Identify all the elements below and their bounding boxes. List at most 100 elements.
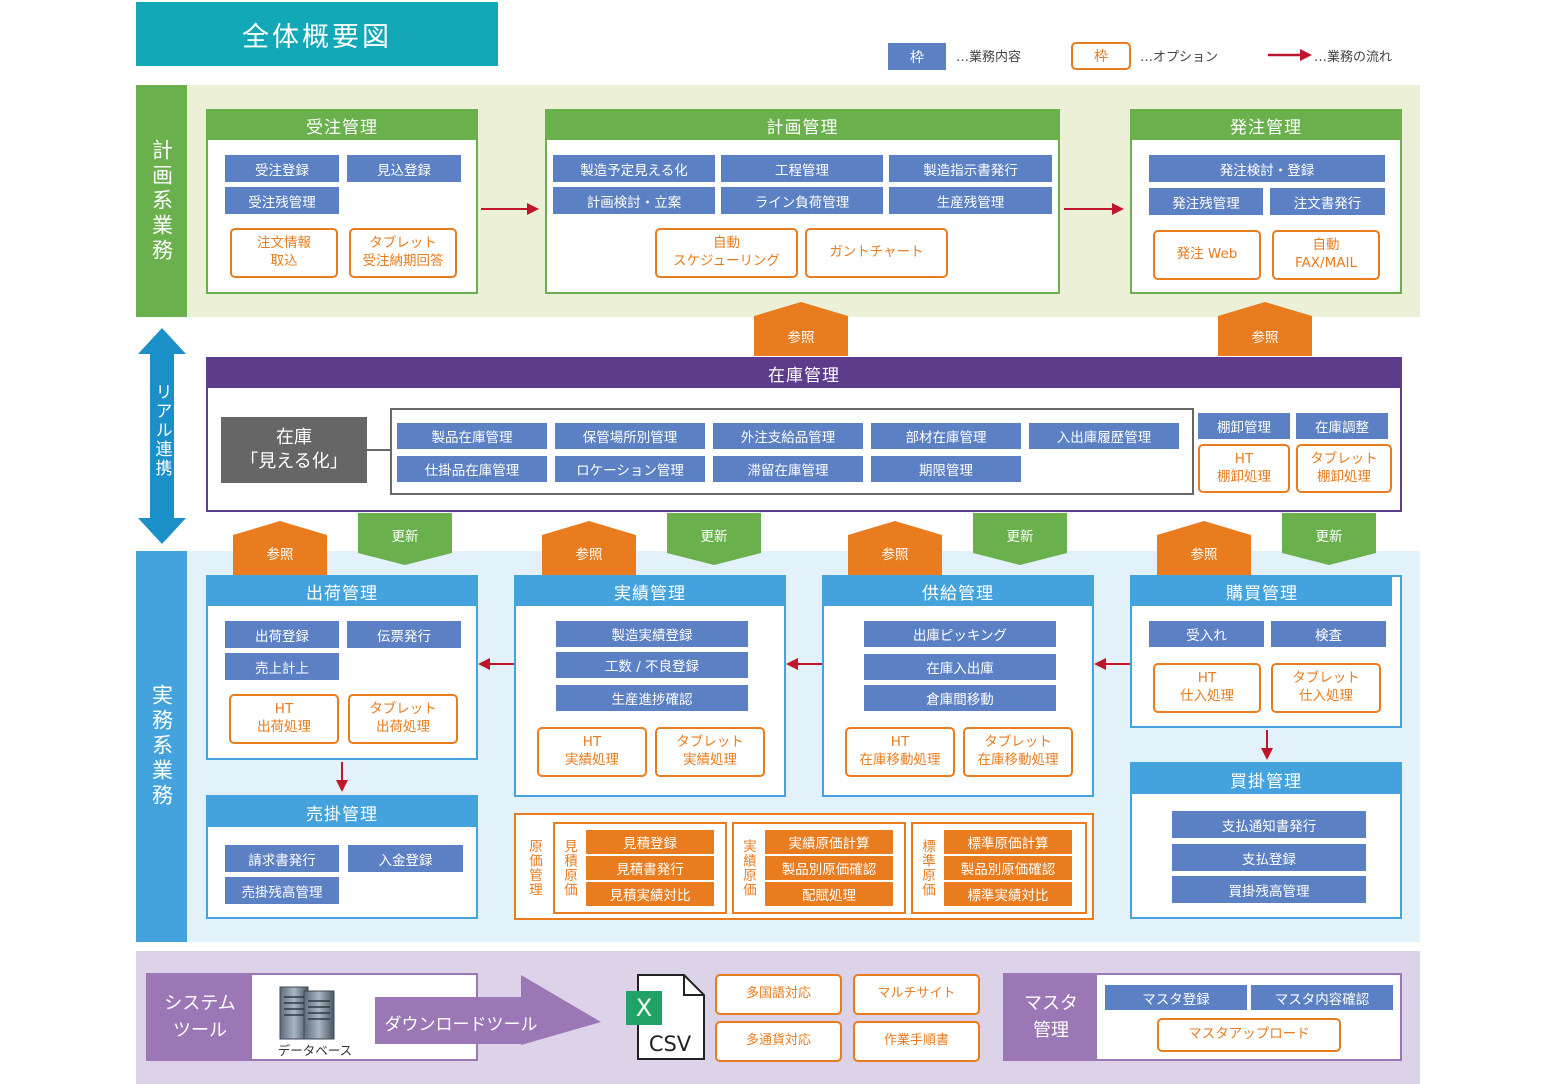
master-item: マスタ登録 [1105, 985, 1247, 1010]
system-option: マルチサイト [853, 974, 980, 1015]
ref-tag: 参照 [1190, 547, 1218, 563]
kyokyu-option: タブレット在庫移動処理 [963, 727, 1073, 777]
juchu-option: 注文情報取込 [230, 228, 338, 278]
genka-item: 配賦処理 [765, 882, 893, 906]
kaikake-item: 買掛残高管理 [1172, 876, 1366, 903]
genka-group-label: 実績原価 [740, 839, 756, 897]
genka-item: 標準実績対比 [944, 882, 1072, 906]
genka-item: 見積登録 [586, 830, 714, 854]
zaiko-item: 仕掛品在庫管理 [397, 456, 547, 482]
zaiko-item: 製品在庫管理 [397, 423, 547, 449]
shukka-title: 出荷管理 [208, 577, 476, 606]
urikake-panel: 売掛管理 請求書発行 入金登録 売掛残高管理 [206, 795, 478, 919]
ref-tag-shape [754, 302, 848, 356]
realtime-label: リアル連携 [151, 382, 172, 478]
zaiko-item: ロケーション管理 [555, 456, 705, 482]
zaiko-item: 滞留在庫管理 [713, 456, 863, 482]
zaiko-item: 外注支給品管理 [713, 423, 863, 449]
juchu-item: 受注残管理 [225, 187, 339, 214]
genka-item: 製品別原価確認 [765, 856, 893, 880]
juchu-item: 見込登録 [347, 155, 461, 182]
juchu-option: タブレット受注納期回答 [349, 228, 457, 278]
plan-band-label: 計画系業務 [136, 85, 187, 317]
keikaku-option: 自動スケジューリング [655, 228, 798, 278]
kaikake-title: 買掛管理 [1132, 764, 1400, 794]
realtime-double-arrow-icon [138, 328, 186, 544]
genka-item: 標準原価計算 [944, 830, 1072, 854]
download-tool-label: ダウンロードツール [384, 1015, 538, 1035]
urikake-title: 売掛管理 [208, 797, 476, 827]
genka-group-label: 標準原価 [919, 839, 935, 897]
keikaku-item: 生産残管理 [889, 187, 1052, 214]
jisseki-option: タブレット実績処理 [655, 727, 765, 777]
ref-tag: 参照 [787, 330, 815, 346]
flow-arrow-icon [1261, 730, 1273, 760]
jitsumu-band-label: 実務系業務 [136, 551, 187, 942]
flow-arrow-icon [478, 658, 514, 670]
legend-business-text: …業務内容 [956, 49, 1022, 65]
shukka-item: 出荷登録 [225, 621, 339, 648]
flow-arrow-icon [1064, 203, 1124, 215]
zaiko-item: 入出庫履歴管理 [1029, 423, 1179, 449]
database-label: データベース [277, 1042, 353, 1058]
keikaku-item: 計画検討・立案 [553, 187, 715, 214]
kaikake-item: 支払通知書発行 [1172, 811, 1366, 838]
zaiko-visual-box: 在庫「見える化」 [221, 417, 367, 483]
genka-item: 製品別原価確認 [944, 856, 1072, 880]
shukka-item: 伝票発行 [347, 621, 461, 648]
genka-item: 実績原価計算 [765, 830, 893, 854]
juchu-panel: 受注管理 受注登録 見込登録 受注残管理 注文情報取込 タブレット受注納期回答 [206, 109, 478, 294]
legend-option-text: …オプション [1140, 49, 1219, 65]
kobai-item: 検査 [1271, 621, 1386, 647]
zaiko-right-item: 在庫調整 [1296, 413, 1388, 439]
kobai-option: タブレット仕入処理 [1271, 663, 1381, 713]
update-tag-shape [358, 513, 452, 565]
kobai-title: 購買管理 [1132, 577, 1392, 606]
ref-tag: 参照 [881, 547, 909, 563]
system-tool-label: システムツール [148, 975, 252, 1059]
genka-group: 実績原価 実績原価計算 製品別原価確認 配賦処理 [732, 822, 906, 914]
kyokyu-title: 供給管理 [824, 577, 1092, 606]
juchu-title: 受注管理 [208, 111, 476, 140]
ref-tag-shape [1218, 302, 1312, 356]
keikaku-item: 製造指示書発行 [889, 155, 1052, 182]
ref-tag: 参照 [575, 547, 603, 563]
urikake-item: 売掛残高管理 [225, 877, 339, 904]
legend-flow-text: …業務の流れ [1314, 49, 1393, 65]
zaiko-title: 在庫管理 [208, 359, 1400, 388]
system-option: 作業手順書 [853, 1021, 980, 1062]
page-title: 全体概要図 [136, 2, 498, 66]
update-tag-shape [973, 513, 1067, 565]
excel-x-label: X [635, 994, 653, 1022]
keikaku-title: 計画管理 [547, 111, 1058, 140]
zaiko-item: 期限管理 [871, 456, 1021, 482]
zaiko-items-frame [390, 408, 1194, 495]
update-tag: 更新 [1315, 529, 1343, 545]
update-tag: 更新 [391, 529, 419, 545]
ref-tag-shape [848, 521, 942, 577]
ref-tag: 参照 [266, 547, 294, 563]
kobai-item: 受入れ [1149, 621, 1264, 647]
legend-flow-arrow-icon [1268, 49, 1312, 61]
ref-tag: 参照 [1251, 330, 1279, 346]
kyokyu-item: 出庫ピッキング [864, 621, 1056, 647]
kyokyu-item: 倉庫間移動 [864, 685, 1056, 711]
hatchu-item: 発注検討・登録 [1149, 155, 1385, 182]
keikaku-option: ガントチャート [805, 228, 948, 278]
flow-arrow-icon [1094, 658, 1130, 670]
update-tag-shape [1282, 513, 1376, 565]
database-server-icon [279, 986, 335, 1040]
zaiko-panel: 在庫管理 在庫「見える化」 製品在庫管理 保管場所別管理 外注支給品管理 部材在… [206, 357, 1402, 512]
jisseki-item: 生産進捗確認 [556, 685, 748, 711]
genka-item: 見積実績対比 [586, 882, 714, 906]
update-tag: 更新 [700, 529, 728, 545]
hatchu-title: 発注管理 [1132, 111, 1400, 140]
